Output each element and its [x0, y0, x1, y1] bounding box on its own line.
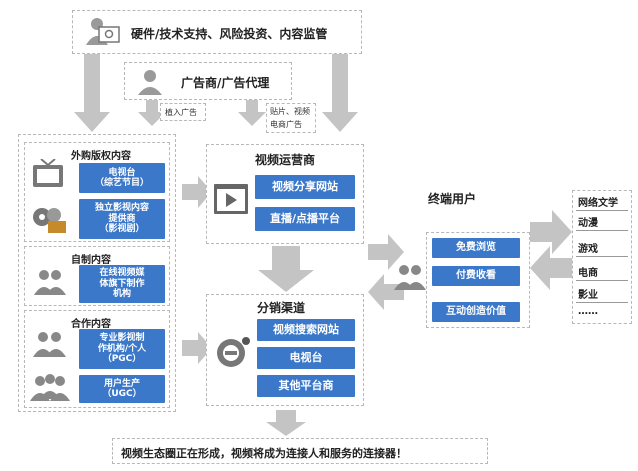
- film-reel-icon: [33, 208, 66, 233]
- tv-station-channel-box: 电视台: [257, 347, 355, 369]
- end-user-people-icon: [394, 265, 426, 290]
- paid-view-box: 付费收看: [432, 266, 520, 286]
- in-house-production-box: 在线视频媒 体旗下制作 机构: [79, 265, 165, 303]
- indie-film-box: 独立影视内容 提供商 （影视剧）: [79, 199, 165, 239]
- interactive-value-box: 互动创造价值: [432, 302, 520, 322]
- arrow-advertiser-right: [238, 100, 266, 126]
- arrow-top-left: [74, 54, 110, 132]
- self-made-content-title: 自制内容: [71, 255, 111, 266]
- self-made-content-group: 自制内容 在线视频媒 体旗下制作 机构: [24, 246, 170, 306]
- footer-text: 视频生态圈正在形成，视频将成为连接人和服务的连接器！: [121, 447, 407, 460]
- arrow-to-end-user: [368, 234, 404, 270]
- cooperative-content-group: 合作内容 专业影视制 作机构/个人 （PGC） 用户生产 （UGC）: [24, 310, 170, 408]
- derivative-industries-box: 网络文学 动漫 游戏 电商 影业 ……: [572, 190, 632, 324]
- video-sharing-site-box: 视频分享网站: [255, 175, 355, 199]
- end-user-title: 终端用户: [428, 192, 477, 206]
- pgc-people-icon: [33, 332, 66, 357]
- advertiser-label: 广告商/广告代理: [181, 76, 270, 90]
- arrow-from-end-user: [368, 274, 404, 310]
- footer-banner: 视频生态圈正在形成，视频将成为连接人和服务的连接器！: [112, 438, 488, 464]
- arrow-left-to-distribution: [182, 332, 212, 364]
- purchased-content-group: 外购版权内容 电视台 （综艺节目） 独立影视内容 提供商 （影视剧）: [24, 142, 170, 242]
- arrow-top-right: [322, 54, 358, 132]
- implant-ads-note: 植入广告: [160, 103, 206, 121]
- advertiser-person-icon: [138, 70, 162, 95]
- free-browse-box: 免费浏览: [432, 238, 520, 258]
- cooperative-content-title: 合作内容: [71, 319, 111, 330]
- paste-ads-text-1: 贴片、视频: [270, 107, 310, 116]
- implant-ads-text: 植入广告: [165, 108, 197, 117]
- ugc-box: 用户生产 （UGC）: [79, 375, 165, 403]
- other-platform-box: 其他平台商: [257, 375, 355, 397]
- top-support-label: 硬件/技术支持、风险投资、内容监管: [131, 27, 328, 41]
- video-operator-box: 视频运营商 视频分享网站 直播/点播平台: [206, 144, 364, 244]
- industry-item-ecommerce: 电商: [576, 263, 628, 281]
- industry-item-web-literature: 网络文学: [576, 193, 628, 211]
- video-player-icon: [214, 184, 248, 214]
- video-operator-title: 视频运营商: [255, 153, 316, 167]
- arrow-to-right-list: [530, 210, 572, 254]
- tv-icon: [33, 159, 63, 187]
- arrow-advertiser-left: [138, 100, 166, 126]
- industry-item-film: 影业: [576, 285, 628, 303]
- paste-ads-note: 贴片、视频 电商广告: [266, 103, 316, 133]
- distribution-channel-title: 分销渠道: [257, 301, 306, 315]
- arrow-to-footer: [266, 410, 306, 436]
- distribution-channel-box: 分销渠道 视频搜索网站 电视台 其他平台商: [206, 294, 364, 406]
- arrow-left-to-operator: [182, 176, 212, 208]
- arrow-operator-to-distribution: [258, 246, 314, 292]
- video-search-site-box: 视频搜索网站: [257, 319, 355, 341]
- tv-station-box: 电视台 （综艺节目）: [79, 163, 165, 193]
- industry-item-more: ……: [578, 306, 598, 317]
- purchased-content-title: 外购版权内容: [71, 151, 131, 162]
- people-icon: [34, 270, 66, 295]
- live-vod-platform-box: 直播/点播平台: [255, 207, 355, 231]
- paste-ads-text-2: 电商广告: [270, 120, 302, 129]
- people-search-icon: [86, 18, 120, 45]
- ugc-crowd-icon: [30, 374, 70, 401]
- pgc-box: 专业影视制 作机构/个人 （PGC）: [79, 329, 165, 369]
- industry-item-games: 游戏: [576, 239, 628, 257]
- arrow-from-right-list: [530, 246, 572, 290]
- industry-item-anime: 动漫: [576, 213, 628, 231]
- advertiser-box: 广告商/广告代理: [124, 62, 292, 100]
- ie-browser-icon: [217, 337, 250, 367]
- top-support-box: 硬件/技术支持、风险投资、内容监管: [72, 10, 362, 54]
